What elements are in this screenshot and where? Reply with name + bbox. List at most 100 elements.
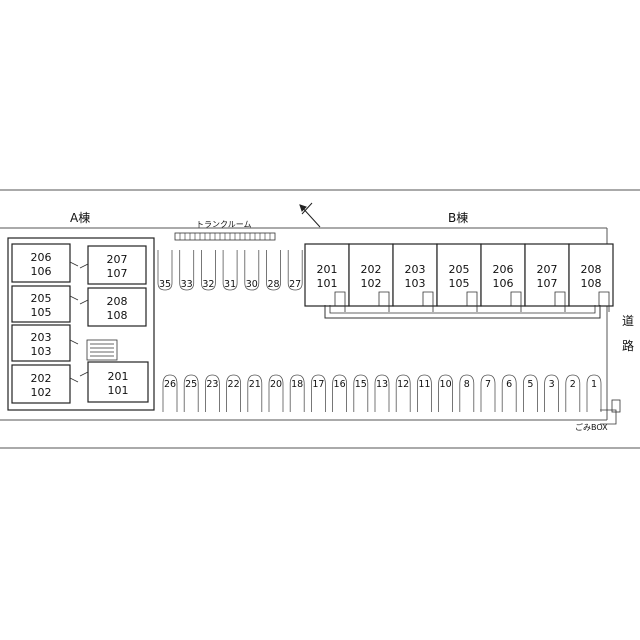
unit-entrance [378, 291, 390, 312]
door-mark [69, 295, 79, 301]
building-a-unit-208-box [87, 287, 147, 327]
parking-stall-outline [459, 374, 475, 412]
building-b: 2011012021022031032051052061062071072081… [304, 243, 614, 312]
building-b-unit-202-lower-number: 102 [361, 277, 382, 290]
parking-number: 2 [570, 379, 576, 390]
building-b-unit-205-upper-number: 205 [449, 263, 470, 276]
parking-space-23: 23 [205, 374, 220, 412]
parking-number: 22 [228, 379, 240, 390]
road-label-2: 路 [622, 338, 634, 353]
building-a-unit-207-lower-number: 107 [107, 267, 128, 280]
building-a-unit-205-upper-number: 205 [31, 292, 52, 305]
building-a-unit-203-box [11, 324, 71, 362]
parking-stall-outline [586, 374, 602, 412]
parking-space-11: 11 [417, 374, 432, 412]
parking-space-6: 6 [501, 374, 517, 412]
building-a-unit-203-lower-number: 103 [31, 345, 52, 358]
parking-number: 10 [440, 379, 452, 390]
building-a-unit-205-box [11, 285, 71, 323]
parking-number: 32 [202, 279, 214, 290]
parking-space-32: 32 [201, 250, 216, 291]
unit-entrance [466, 291, 478, 312]
parking-stall-outline [417, 374, 432, 412]
parking-stall-outline [523, 374, 538, 412]
building-b-unit-208-box [568, 243, 614, 307]
north-arrow-icon [299, 202, 321, 228]
door-mark [79, 371, 89, 377]
parking-number: 8 [464, 379, 470, 390]
parking-number: 3 [549, 379, 555, 390]
parking-number: 1 [591, 379, 597, 390]
building-a-outline [7, 237, 155, 411]
parking-stall-outline [480, 374, 496, 412]
door-mark [69, 339, 79, 345]
parking-space-31: 31 [222, 250, 238, 291]
parking-space-21: 21 [247, 374, 263, 412]
trunk-room [174, 232, 276, 241]
parking-stall-outline [162, 374, 178, 412]
parking-number: 27 [289, 279, 301, 290]
building-b-unit-203-upper-number: 203 [405, 263, 426, 276]
building-b-unit-207-lower-number: 107 [537, 277, 558, 290]
garbage-box-outline [600, 409, 617, 425]
building-b-label: B棟 [448, 210, 468, 225]
parking-space-3: 3 [544, 374, 559, 412]
parking-number: 20 [270, 379, 282, 390]
parking-number: 23 [206, 379, 218, 390]
unit-entrance [422, 291, 434, 312]
building-b-unit-203-lower-number: 103 [405, 277, 426, 290]
building-b-unit-206-upper-number: 206 [493, 263, 514, 276]
unit-entrance [598, 291, 610, 312]
parking-stall-outline [201, 250, 216, 291]
parking-number: 11 [418, 379, 430, 390]
building-a-unit-202-lower-number: 102 [31, 386, 52, 399]
building-a-unit-201-box [87, 361, 149, 403]
parking-stall-outline [244, 250, 260, 291]
door-mark [69, 377, 79, 383]
building-b-unit-208-upper-number: 208 [581, 263, 602, 276]
parking-space-27: 27 [287, 250, 303, 291]
parking-stall-outline [287, 250, 303, 291]
building-b-corridor-inner [329, 305, 596, 314]
building-a-unit-206-upper-number: 206 [31, 251, 52, 264]
parking-space-22: 22 [226, 374, 241, 412]
parking-number: 33 [181, 279, 193, 290]
unit-entrance [510, 291, 522, 312]
parking-space-16: 16 [332, 374, 347, 412]
parking-space-17: 17 [311, 374, 326, 412]
parking-space-15: 15 [353, 374, 369, 412]
parking-space-18: 18 [289, 374, 305, 412]
parking-number: 35 [159, 279, 171, 290]
parking-space-25: 25 [183, 374, 199, 412]
parking-stall-outline [311, 374, 326, 412]
parking-stall-outline [183, 374, 199, 412]
building-b-unit-205-lower-number: 105 [449, 277, 470, 290]
trunk-room-label: トランクルーム [196, 220, 252, 229]
parking-number: 16 [334, 379, 346, 390]
building-b-unit-206-box [480, 243, 526, 307]
parking-space-26: 26 [162, 374, 178, 412]
parking-space-2: 2 [565, 374, 581, 412]
parking-space-35: 35 [157, 250, 173, 291]
parking-stall-outline [332, 374, 347, 412]
parking-space-12: 12 [395, 374, 411, 412]
parking-stall-outline [501, 374, 517, 412]
parking-stall-outline [544, 374, 559, 412]
stairs-a [86, 339, 118, 361]
parking-number: 31 [224, 279, 236, 290]
building-a-unit-201-upper-number: 201 [108, 370, 129, 383]
building-b-unit-206-lower-number: 106 [493, 277, 514, 290]
parking-number: 7 [485, 379, 491, 390]
parking-stall-outline [353, 374, 369, 412]
garbage-box-label: ごみBOX [575, 422, 608, 432]
building-b-unit-201-lower-number: 101 [317, 277, 338, 290]
